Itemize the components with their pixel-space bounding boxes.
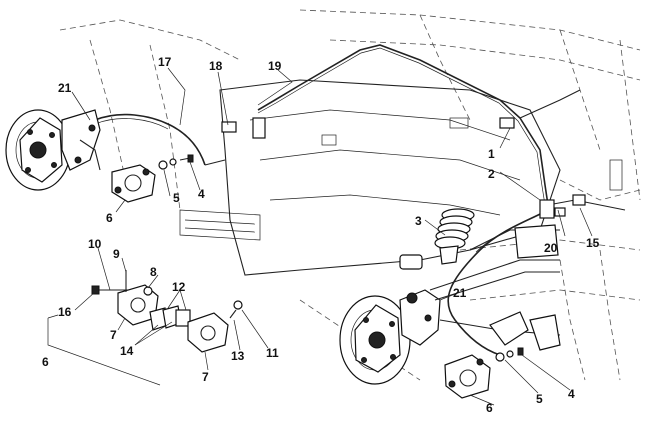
right-brake-hose: [447, 209, 549, 356]
lower-a-arm: [429, 259, 561, 351]
shock-absorber: [399, 208, 475, 270]
brake-line: [257, 44, 626, 211]
bleed-fitting: [554, 207, 566, 217]
right-caliper-fasteners: [495, 347, 524, 362]
callout-18: 18: [209, 59, 223, 73]
line-union: [572, 194, 586, 206]
callout-labels: 21 17 18 19 1 2 3 20 15 5 4 6 21 5 4 6 1…: [42, 55, 600, 415]
callout-6-lower: 6: [486, 401, 493, 415]
right-caliper: [444, 354, 491, 399]
left-knuckle: [61, 109, 101, 171]
left-caliper: [111, 164, 156, 203]
callout-4-upper: 4: [198, 187, 205, 201]
brake-line-junction-1: [499, 117, 515, 129]
callout-8: 8: [150, 265, 157, 279]
callout-14: 14: [120, 344, 134, 358]
line-bracket-19: [252, 117, 266, 139]
callout-4-lower: 4: [568, 387, 575, 401]
callout-leaders: [71, 67, 593, 406]
callout-9: 9: [113, 247, 120, 261]
right-brake-rotor: [339, 295, 411, 385]
callout-7-right: 7: [202, 370, 209, 384]
callout-5-lower: 5: [536, 392, 543, 406]
callout-2: 2: [488, 167, 495, 181]
exploded-caliper-assembly: [47, 270, 243, 386]
left-brake-rotor: [5, 109, 71, 191]
callout-16: 16: [58, 305, 72, 319]
callout-10: 10: [88, 237, 102, 251]
upper-a-arm: [469, 224, 560, 259]
callout-21-upper: 21: [58, 81, 72, 95]
callout-19: 19: [268, 59, 282, 73]
callout-1: 1: [488, 147, 495, 161]
callout-5-upper: 5: [173, 191, 180, 205]
left-caliper-fasteners: [158, 154, 194, 170]
hose-clamp-18: [221, 121, 237, 133]
callout-3: 3: [415, 214, 422, 228]
callout-21-lower: 21: [453, 286, 467, 300]
callout-11: 11: [266, 346, 279, 360]
callout-12: 12: [172, 280, 186, 294]
callout-15: 15: [586, 236, 600, 250]
callout-13: 13: [231, 349, 245, 363]
callout-17: 17: [158, 55, 172, 69]
left-brake-hose: [94, 113, 226, 166]
right-knuckle: [399, 289, 441, 346]
callout-20: 20: [544, 241, 558, 255]
vehicle-frame-outline: [59, 9, 641, 381]
brake-tee-fitting: [539, 199, 555, 219]
callout-7-left: 7: [110, 328, 117, 342]
callout-6-upper: 6: [106, 211, 113, 225]
callout-6-inset: 6: [42, 355, 49, 369]
